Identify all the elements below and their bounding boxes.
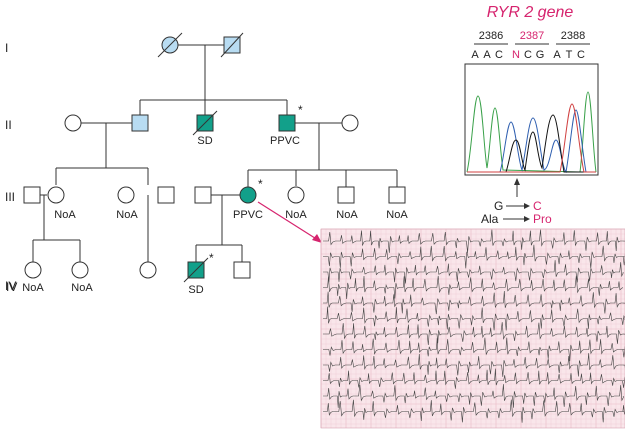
base-letter-4: C <box>524 49 532 61</box>
ecg-traces <box>323 229 625 423</box>
mutation-to-base: C <box>533 199 542 213</box>
label-iv-prefix: IV <box>6 280 17 294</box>
deceased-mark <box>157 32 183 58</box>
ecg-lead-trace <box>323 353 625 377</box>
base-letter-1: A <box>483 49 491 61</box>
ecg-lead-trace <box>323 306 625 331</box>
mutation-notation: G C Ala Pro <box>481 199 552 226</box>
label-noa-iii-7: NoA <box>285 209 307 221</box>
marker-iii-6: * <box>258 177 263 191</box>
mutation-to-aa: Pro <box>533 212 552 226</box>
individual-iii-5 <box>194 186 212 204</box>
codon-numbers: 2386 2387 2388 <box>479 30 585 42</box>
ecg-lead-trace <box>323 260 624 284</box>
label-sd-ii-3: SD <box>197 135 212 147</box>
label-noa-iii-2: NoA <box>54 209 76 221</box>
generation-label-i: I <box>5 41 8 55</box>
individual-ii-1 <box>64 114 82 132</box>
individual-iv-3 <box>139 261 157 279</box>
marker-ii-4: * <box>298 103 303 117</box>
arrow-to-chromatogram <box>514 178 520 197</box>
trace-red <box>467 103 596 173</box>
pedigree-individuals <box>23 32 406 283</box>
individual-ii-4 <box>278 114 296 132</box>
ecg-pointer-arrow <box>257 201 322 243</box>
ecg-lead-trace <box>323 244 625 269</box>
individual-iii-7 <box>287 186 305 204</box>
tested-markers: * * * <box>209 103 303 265</box>
individual-iii-1 <box>23 186 41 204</box>
deceased-mark <box>183 257 209 283</box>
base-letter-2: C <box>495 49 503 61</box>
ecg-lead-trace <box>323 275 624 300</box>
ecg-panel <box>320 228 625 429</box>
ecg-lead-trace <box>323 368 625 389</box>
mutation-from-base: G <box>494 199 503 213</box>
label-noa-iv-1: NoA <box>22 282 44 294</box>
ecg-lead-trace <box>323 384 624 408</box>
label-ppvc-ii-4: PPVC <box>270 135 300 147</box>
chromatogram-traces <box>466 91 597 174</box>
individual-iii-8 <box>337 186 355 204</box>
individual-iii-9 <box>388 186 406 204</box>
deceased-mark <box>220 32 244 58</box>
individual-ii-2 <box>131 114 149 132</box>
codon-number-2: 2388 <box>561 30 585 42</box>
label-sd-iv-4: SD <box>188 284 203 296</box>
ecg-lead-trace <box>323 337 625 362</box>
base-letter-5: G <box>536 49 545 61</box>
generation-label-iv: IV <box>5 279 16 293</box>
gene-title: RYR 2 gene <box>487 4 574 21</box>
trace-green <box>466 91 597 173</box>
ecg-lead-trace <box>323 322 625 346</box>
trace-black <box>467 114 596 173</box>
pedigree-labels: SD PPVC NoA NoA PPVC NoA NoA NoA IV NoA … <box>6 135 408 296</box>
label-noa-iii-3: NoA <box>116 209 138 221</box>
individual-iii-2 <box>47 186 65 204</box>
label-noa-iii-8: NoA <box>336 209 358 221</box>
individual-iv-2 <box>71 261 89 279</box>
codon-number-0: 2386 <box>479 30 503 42</box>
base-letter-0: A <box>471 49 479 61</box>
marker-iv-4: * <box>209 251 214 265</box>
individual-iii-4 <box>157 186 175 204</box>
mutation-from-aa: Ala <box>481 212 499 226</box>
base-letter-7: T <box>566 49 573 61</box>
ecg-lead-trace <box>323 229 625 253</box>
base-letter-6: A <box>553 49 561 61</box>
ecg-lead-trace <box>323 290 625 315</box>
individual-iv-1 <box>24 261 42 279</box>
individual-iii-3 <box>117 186 135 204</box>
base-letter-8: C <box>577 49 585 61</box>
codon-number-1: 2387 <box>520 30 544 42</box>
ecg-lead-trace <box>323 399 625 423</box>
generation-label-iii: III <box>5 190 15 204</box>
label-noa-iii-9: NoA <box>386 209 408 221</box>
individual-ii-5 <box>341 114 359 132</box>
individual-iii-6 <box>239 186 257 204</box>
pedigree-lines <box>32 44 398 262</box>
deceased-mark <box>192 110 218 136</box>
label-ppvc-iii-6: PPVC <box>233 209 263 221</box>
generation-labels: I II III IV <box>5 41 16 293</box>
individual-iv-5 <box>233 261 251 279</box>
base-letter-3: N <box>512 49 520 61</box>
label-noa-iv-2: NoA <box>71 282 93 294</box>
generation-label-ii: II <box>5 118 12 132</box>
